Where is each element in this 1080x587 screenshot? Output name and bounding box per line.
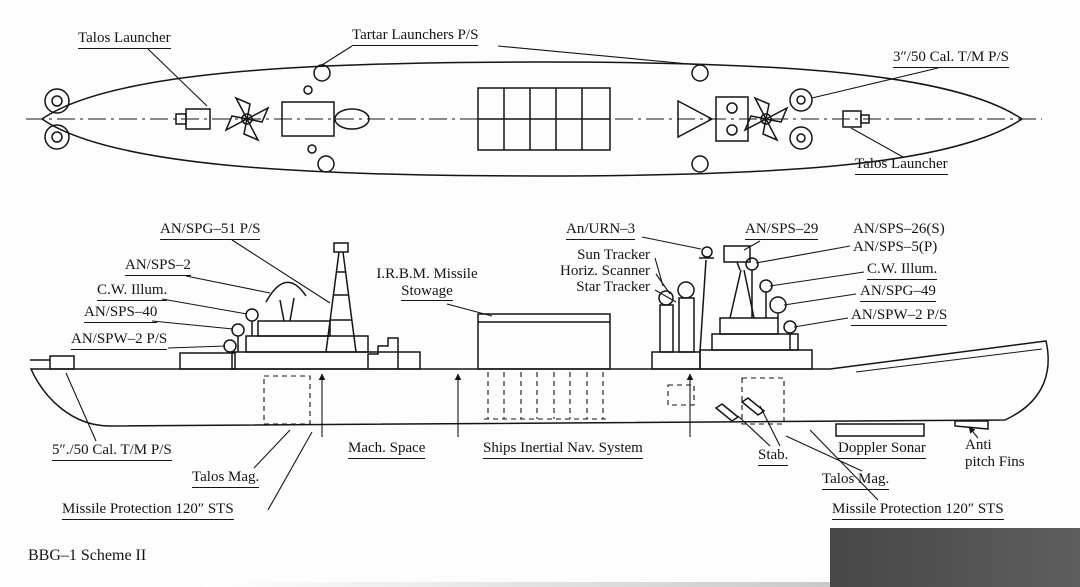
label-doppler-sonar: Doppler Sonar (838, 440, 926, 460)
plan-superstructure (281, 64, 370, 173)
aft-superstructure (179, 320, 421, 370)
label-talos-launcher-right: Talos Launcher (855, 156, 948, 176)
leader-talos-mag-left (253, 429, 291, 469)
label-an-sps-29: AN/SPS–29 (745, 221, 819, 241)
sps2-radar-dish (265, 281, 307, 322)
label-an-urn-3: An/URN–3 (566, 221, 636, 241)
leader-3in50 (811, 67, 939, 99)
label-irbm-line1: I.R.B.M. Missile (376, 266, 478, 282)
label-an-spg-51: AN/SPG–51 P/S (160, 221, 261, 241)
label-anti-pitch-fins: Anti pitch Fins (965, 437, 1025, 472)
doppler-sonar-box (835, 423, 925, 437)
leader-talos-left (147, 48, 208, 107)
leader-star-tracker (654, 289, 677, 303)
label-anti-pitch-line2: pitch Fins (965, 454, 1025, 471)
label-an-sps-40: AN/SPS–40 (84, 304, 158, 324)
plan-forward-structures (677, 64, 870, 173)
leader-spg51 (231, 239, 331, 304)
talos-magazine-aft-dashed (263, 375, 311, 425)
leader-sps26-sps5 (755, 245, 851, 264)
leader-tartar-port (321, 45, 353, 66)
leader-irbm (446, 303, 493, 317)
label-talos-mag-left: Talos Mag. (192, 469, 260, 489)
stern-fittings (44, 88, 70, 150)
plan-missile-stowage-grid (477, 87, 611, 151)
leader-spw2-left (167, 345, 226, 349)
label-an-spg-49: AN/SPG–49 (860, 283, 936, 303)
label-an-sps-5: AN/SPS–5(P) (853, 239, 938, 255)
leader-sps2 (185, 275, 271, 294)
leader-talos-right (850, 127, 904, 158)
label-3in50-gun: 3″/50 Cal. T/M P/S (893, 49, 1009, 69)
anti-pitch-fin (954, 420, 989, 430)
talos-magazine-fwd-dashed (741, 377, 785, 425)
aft-5in-gun (30, 355, 75, 370)
label-an-sps-2: AN/SPS–2 (125, 257, 191, 277)
leader-talos-mag-right (785, 435, 863, 472)
label-horiz-scanner: Horiz. Scanner (560, 263, 650, 279)
profile-hull-outline (29, 340, 1049, 427)
leader-cw-illum-left (161, 298, 248, 315)
plan-view (26, 61, 1042, 177)
leader-stab-1 (737, 415, 771, 447)
label-talos-mag-right: Talos Mag. (822, 471, 890, 491)
missile-tubes-dashed (484, 372, 606, 420)
aft-directors (223, 308, 259, 353)
label-mach-space: Mach. Space (348, 440, 426, 460)
label-sun-tracker: Sun Tracker (577, 247, 650, 263)
label-star-tracker: Star Tracker (576, 279, 650, 295)
label-missile-protection-right: Missile Protection 120″ STS (832, 501, 1004, 521)
profile-view (29, 242, 1049, 437)
leader-urn3 (641, 236, 702, 250)
plan-launcher-pinwheel-left (224, 96, 270, 142)
plan-talos-launcher-left (175, 108, 211, 130)
bottom-gradient-strip (205, 582, 830, 587)
stabilizer-fins (714, 397, 766, 422)
arrow-anti-pitch (968, 426, 979, 439)
label-an-spw-2-right: AN/SPW–2 P/S (851, 307, 948, 327)
leader-spg49 (783, 293, 857, 306)
leader-sps29 (743, 240, 761, 251)
redaction-box (830, 528, 1080, 587)
small-compartment-dashed (667, 384, 695, 406)
irbm-stowage-block (477, 313, 611, 370)
forward-superstructure (699, 245, 813, 370)
leader-horiz-scanner (655, 273, 671, 295)
figure-title: BBG–1 Scheme II (28, 547, 147, 564)
label-ships-inertial-nav: Ships Inertial Nav. System (483, 440, 643, 460)
leader-sps40 (151, 320, 234, 330)
label-cw-illum-right: C.W. Illum. (867, 261, 938, 281)
label-missile-protection-left: Missile Protection 120″ STS (62, 501, 234, 521)
leader-missile-protection-right (809, 429, 879, 501)
leader-5in50 (65, 372, 97, 442)
leader-spw2-right (793, 317, 849, 328)
label-talos-launcher-left: Talos Launcher (78, 30, 171, 50)
aft-lattice-mast (325, 242, 357, 353)
leader-lines (65, 45, 979, 511)
leader-tartar-stbd (497, 45, 701, 66)
label-irbm-stowage: I.R.B.M. Missile Stowage (352, 266, 502, 302)
label-5in50-gun: 5″./50 Cal. T/M P/S (52, 442, 172, 462)
label-cw-illum-left: C.W. Illum. (97, 282, 168, 302)
label-stab: Stab. (758, 447, 789, 467)
label-irbm-line2: Stowage (401, 283, 453, 302)
bow-sheer-line (855, 348, 1043, 373)
leader-stab-2 (759, 405, 781, 447)
label-tartar-launchers: Tartar Launchers P/S (352, 27, 479, 47)
label-an-spw-2-left: AN/SPW–2 P/S (71, 331, 168, 351)
label-anti-pitch-line1: Anti (965, 437, 992, 453)
leader-cw-illum-right (769, 271, 865, 287)
leader-missile-protection-left (267, 431, 313, 511)
label-an-sps-26: AN/SPS–26(S) (853, 221, 945, 237)
